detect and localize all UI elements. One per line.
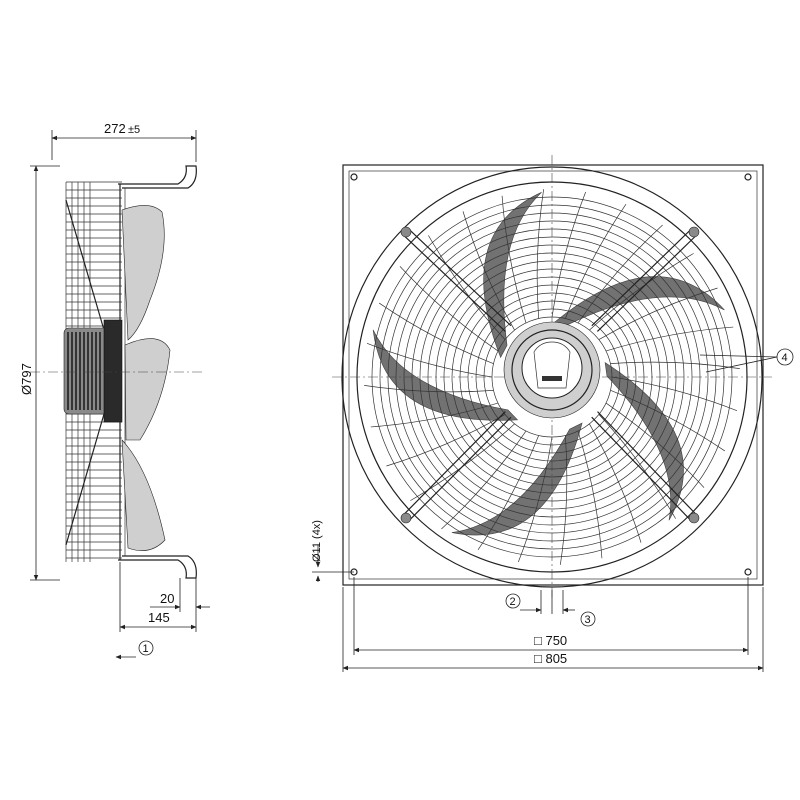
- side-view: 272 ±5 Ø797 20 145 1: [19, 121, 210, 660]
- side-plate-flange: [118, 165, 197, 579]
- mounting-hole-bottom-right: [744, 568, 752, 576]
- dim-depth-tolerance: ±5: [128, 124, 140, 136]
- side-blade-lower: [121, 439, 166, 551]
- front-view: 4 Ø11 (4x) 2 3 □ 750 □ 805: [311, 155, 794, 672]
- callout-2-bubble: [505, 593, 521, 609]
- side-motor-fins: [67, 332, 101, 410]
- callout-4-bubble: [776, 348, 794, 366]
- callout-1-label: 1: [143, 643, 149, 655]
- front-strut-bolts: [400, 226, 700, 524]
- front-mounting-holes: [350, 173, 752, 576]
- dim-offset-20: 20: [160, 591, 174, 606]
- callout-3-label: 3: [585, 614, 591, 626]
- front-mounting-plate: [342, 164, 764, 586]
- dim-hole-11: Ø11 (4x): [311, 520, 323, 562]
- callout-2-label: 2: [510, 596, 516, 608]
- dim-depth-272: 272: [104, 121, 126, 136]
- dim-offset-145: 145: [148, 610, 170, 625]
- front-terminal-box-label: [542, 376, 562, 381]
- dim-hole-pitch-750: □ 750: [534, 633, 567, 648]
- mounting-hole-top-right: [744, 173, 752, 181]
- side-motor-hub: [103, 319, 123, 423]
- front-terminal-box: [533, 341, 571, 389]
- mounting-hole-top-left: [350, 173, 358, 181]
- callout-3-bubble: [580, 611, 596, 627]
- side-blade-middle: [124, 338, 171, 441]
- callout-1-bubble: [138, 640, 154, 656]
- callout-4-label: 4: [782, 352, 788, 364]
- front-motor-hub-ring: [511, 329, 593, 411]
- front-motor-hub-inner: [521, 337, 583, 399]
- side-blade-upper: [121, 205, 165, 341]
- dim-plate-805: □ 805: [534, 651, 567, 666]
- dim-diameter-797: Ø797: [19, 363, 34, 395]
